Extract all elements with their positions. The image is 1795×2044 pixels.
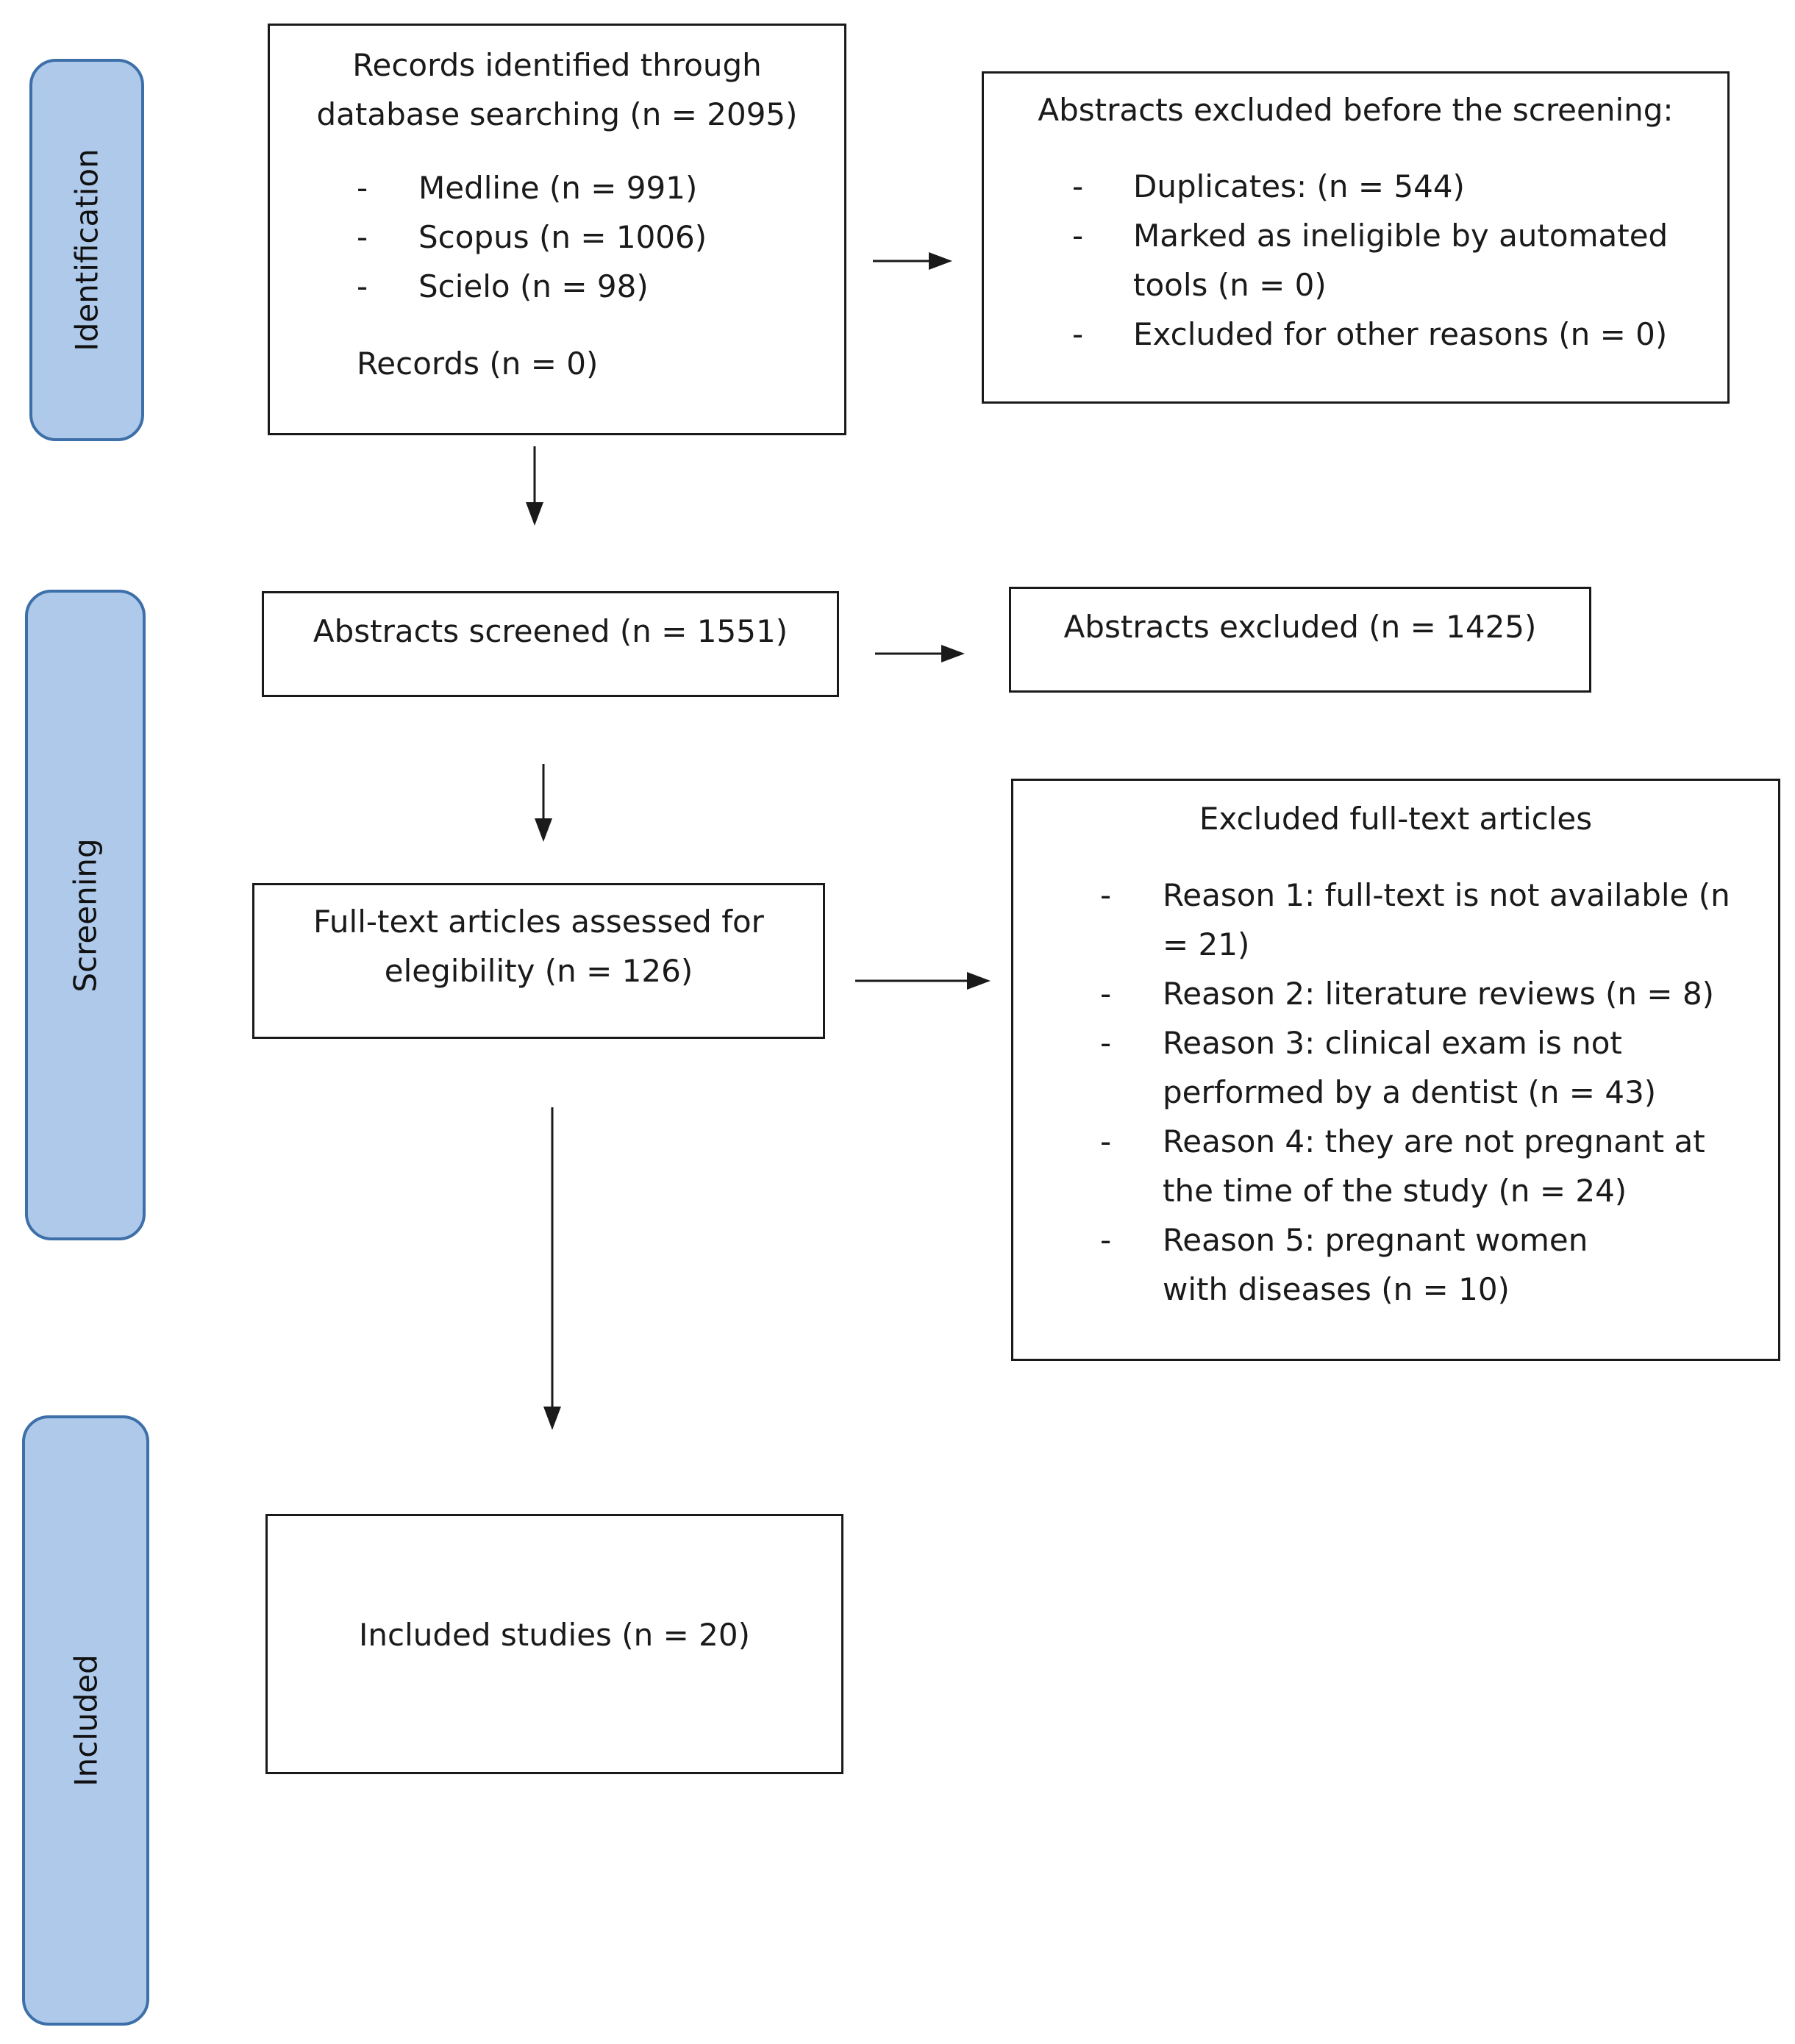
arrowhead <box>526 502 543 526</box>
list-item-label: Reason 1: full-text is not available (n … <box>1163 877 1730 962</box>
excluded-fulltext-box: Excluded full-text articles - Reason 1: … <box>1011 779 1780 1361</box>
database-item-label: Medline (n = 991) <box>418 170 698 206</box>
list-dash: - <box>1100 1222 1112 1258</box>
database-item-label: Scielo (n = 98) <box>418 268 649 304</box>
list-item-label: Reason 3: clinical exam is not performed… <box>1163 1025 1657 1110</box>
abstracts-screened-box: Abstracts screened (n = 1551) <box>262 591 839 697</box>
list-item-label: Reason 5: pregnant women with diseases (… <box>1163 1222 1588 1307</box>
fulltext-assessed-box: Full-text articles assessed for elegibil… <box>252 883 825 1039</box>
list-dash: - <box>1100 877 1112 913</box>
arrowhead <box>543 1407 561 1430</box>
phase-identification: Identification <box>29 59 144 441</box>
fulltext-line2: elegibility (n = 126) <box>384 953 693 989</box>
list-item: - Reason 5: pregnant women with diseases… <box>1013 1215 1778 1314</box>
excluded-before-title: Abstracts excluded before the screening: <box>1038 92 1674 128</box>
included-studies-box: Included studies (n = 20) <box>265 1514 843 1774</box>
arrowhead <box>929 252 952 270</box>
list-dash: - <box>1072 316 1084 352</box>
excluded-before-screening-box: Abstracts excluded before the screening:… <box>982 71 1730 404</box>
list-item: - Duplicates: (n = 544) <box>984 162 1727 211</box>
abstracts-screened-text: Abstracts screened (n = 1551) <box>313 613 788 649</box>
excluded-before-list: - Duplicates: (n = 544) - Marked as inel… <box>984 162 1727 359</box>
list-item: - Reason 1: full-text is not available (… <box>1013 871 1778 969</box>
list-dash: - <box>1100 976 1112 1012</box>
list-item: - Reason 3: clinical exam is not perform… <box>1013 1018 1778 1117</box>
arrowhead <box>535 818 552 842</box>
records-title-line1: Records identified through <box>352 47 762 83</box>
list-dash: - <box>1100 1025 1112 1061</box>
list-dash: - <box>1072 168 1084 204</box>
records-title-line2: database searching (n = 2095) <box>316 96 798 132</box>
arrowhead <box>967 972 991 990</box>
database-item: - Scopus (n = 1006) <box>270 212 844 262</box>
list-item-label: Excluded for other reasons (n = 0) <box>1133 316 1668 352</box>
list-item-label: Reason 2: literature reviews (n = 8) <box>1163 976 1715 1012</box>
list-item: - Excluded for other reasons (n = 0) <box>984 310 1727 359</box>
database-list: - Medline (n = 991) - Scopus (n = 1006) … <box>270 163 844 311</box>
arrowhead <box>941 645 965 662</box>
list-dash: - <box>357 219 368 255</box>
list-item-label: Marked as ineligible by automated tools … <box>1133 218 1669 303</box>
records-footer: Records (n = 0) <box>357 346 599 382</box>
abstracts-excluded-box: Abstracts excluded (n = 1425) <box>1009 587 1591 693</box>
list-item: - Marked as ineligible by automated tool… <box>984 211 1727 310</box>
list-dash: - <box>1072 218 1084 254</box>
phase-screening: Screening <box>25 590 146 1240</box>
database-item-label: Scopus (n = 1006) <box>418 219 707 255</box>
fulltext-line1: Full-text articles assessed for <box>313 904 764 940</box>
list-item: - Reason 2: literature reviews (n = 8) <box>1013 969 1778 1018</box>
list-item: - Reason 4: they are not pregnant at the… <box>1013 1117 1778 1215</box>
database-item: - Scielo (n = 98) <box>270 262 844 311</box>
list-dash: - <box>357 268 368 304</box>
included-studies-text: Included studies (n = 20) <box>359 1617 750 1653</box>
records-identified-box: Records identified through database sear… <box>268 24 846 435</box>
list-dash: - <box>357 170 368 206</box>
list-item-label: Reason 4: they are not pregnant at the t… <box>1163 1123 1705 1209</box>
list-item-label: Duplicates: (n = 544) <box>1133 168 1465 204</box>
phase-included: Included <box>22 1415 149 2026</box>
exclusion-reasons-list: - Reason 1: full-text is not available (… <box>1013 871 1778 1314</box>
excluded-fulltext-title: Excluded full-text articles <box>1199 801 1593 837</box>
list-dash: - <box>1100 1123 1112 1159</box>
abstracts-excluded-text: Abstracts excluded (n = 1425) <box>1063 609 1537 645</box>
database-item: - Medline (n = 991) <box>270 163 844 212</box>
